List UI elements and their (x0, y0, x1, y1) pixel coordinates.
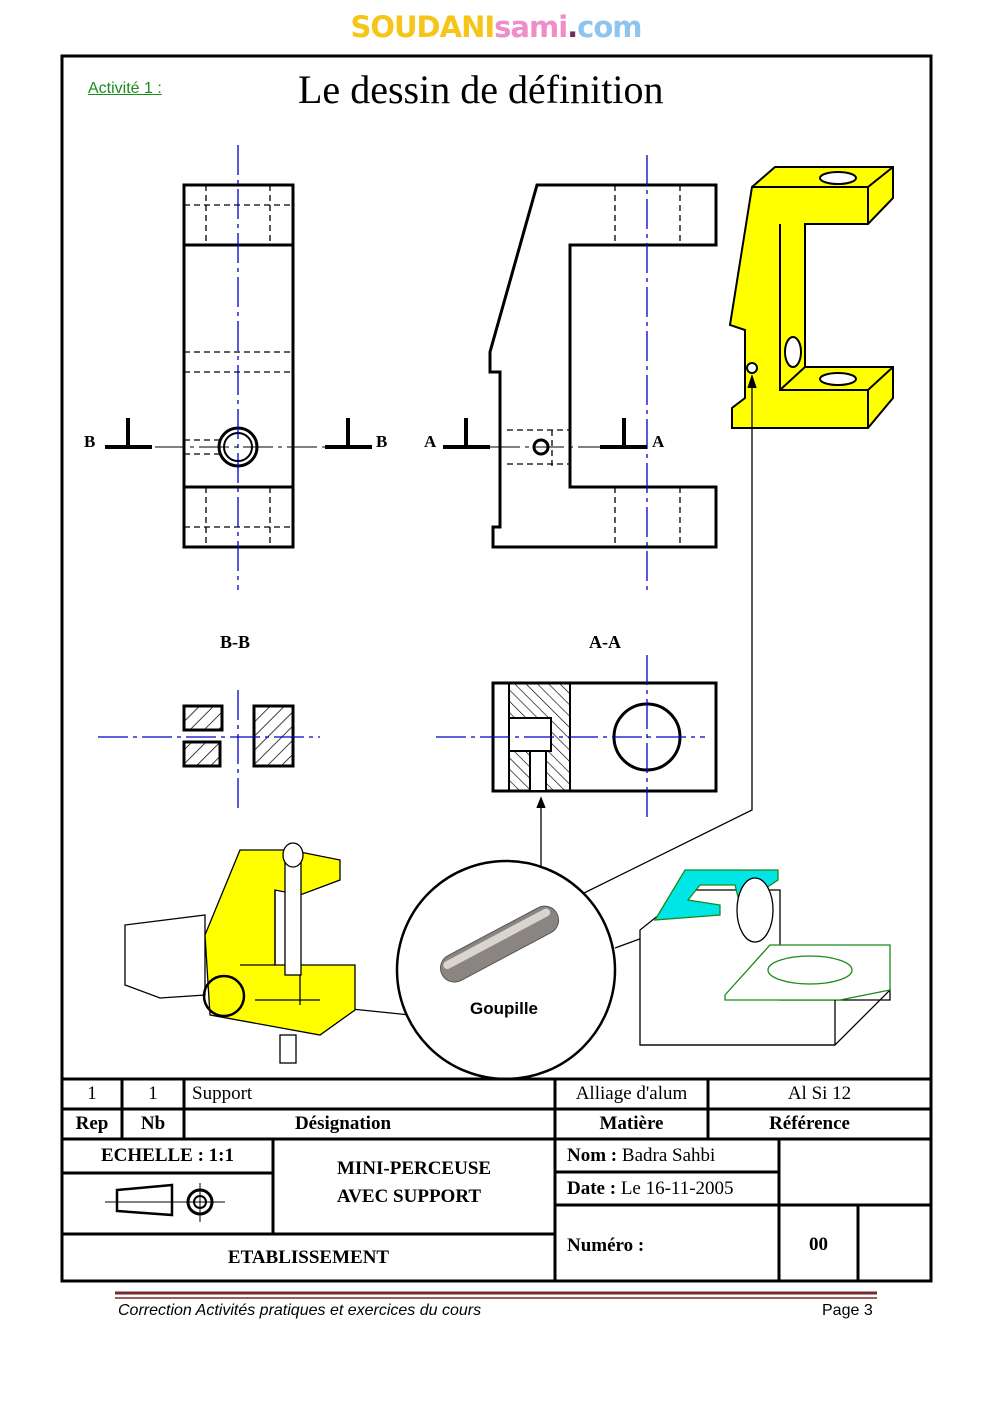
row-rep: 1 (87, 1083, 97, 1104)
header-nb: Nb (140, 1113, 166, 1134)
section-mark-b-right: B (376, 432, 388, 451)
isometric-view (728, 166, 894, 429)
section-label-aa: A-A (589, 632, 621, 652)
row-matiere: Alliage d'alum (575, 1083, 688, 1104)
section-isometric (639, 869, 891, 1046)
front-view (105, 145, 372, 590)
footer-text: Correction Activités pratiques et exerci… (118, 1302, 482, 1319)
page-frame (60, 54, 933, 1283)
section-mark-b-left: B (84, 432, 96, 451)
section-mark-a-left: A (424, 432, 437, 451)
section-bb (98, 690, 320, 808)
scale-label: ECHELLE : 1:1 (100, 1145, 235, 1166)
activity-label: Activité 1 : (88, 80, 162, 97)
goupille-callout (395, 859, 617, 1081)
header-reference: Référence (769, 1113, 850, 1134)
title-block-grid (62, 1077, 931, 1281)
row-nb: 1 (148, 1083, 158, 1104)
page-number: Page 3 (822, 1302, 873, 1319)
section-label-bb: B-B (220, 632, 251, 652)
nom-field: Nom : Badra Sahbi (567, 1145, 716, 1166)
site-logo: SOUDANIsami.com (350, 10, 642, 44)
row-reference: Al Si 12 (787, 1083, 852, 1104)
page-title: Le dessin de définition (298, 67, 664, 112)
row-designation: Support (192, 1083, 253, 1104)
date-field: Date : Le 16-11-2005 (567, 1178, 734, 1199)
header-matiere: Matière (599, 1113, 664, 1134)
numero-value: 00 (809, 1234, 828, 1255)
product-name-line2: AVEC SUPPORT (336, 1186, 482, 1207)
header-rep: Rep (75, 1113, 109, 1134)
assembly-illustration (124, 842, 356, 1064)
section-aa (436, 655, 718, 820)
header-designation: Désignation (294, 1113, 392, 1134)
numero-label: Numéro : (567, 1235, 645, 1256)
goupille-label: Goupille (470, 999, 538, 1018)
side-view (443, 155, 718, 590)
projection-symbol-icon (105, 1183, 225, 1222)
section-mark-a-right: A (652, 432, 665, 451)
etablissement-label: ETABLISSEMENT (227, 1247, 390, 1268)
product-name-line1: MINI-PERCEUSE (336, 1158, 492, 1179)
